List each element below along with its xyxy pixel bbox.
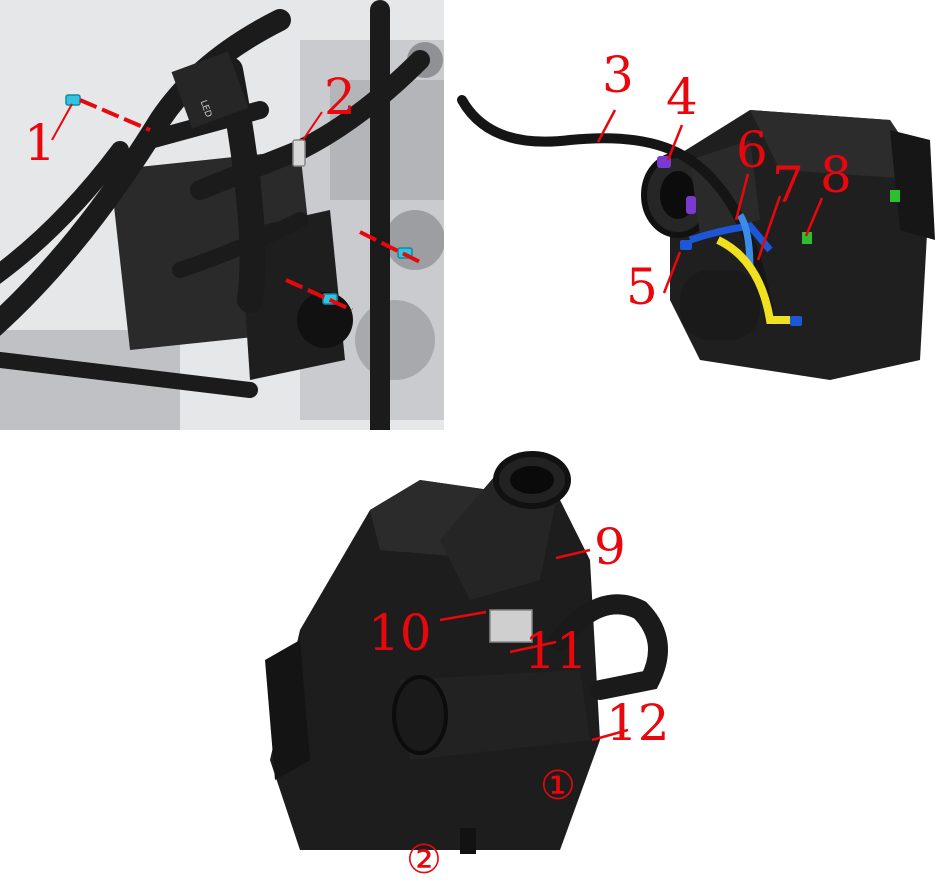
callout-12: 12	[606, 694, 670, 752]
callout-9: 9	[594, 518, 626, 576]
callout-8: 8	[820, 146, 852, 204]
frame-view-panel: LED 1 2	[0, 0, 444, 430]
callout-2: 2	[324, 68, 356, 126]
callout-5: 5	[626, 258, 658, 316]
clamp-purple-icon	[686, 196, 696, 214]
callout-1: 1	[24, 114, 56, 172]
airbox-bottom-illustration	[265, 451, 668, 854]
marker-1: ①	[540, 763, 576, 809]
airbox-bottom-panel: 9 10 11 12 ① ②	[0, 430, 935, 892]
airbox-hoses-panel: 3 4 5 6 7 8	[450, 0, 935, 430]
callout-4: 4	[666, 68, 698, 126]
tag-8-icon	[802, 232, 812, 244]
callout-7: 7	[772, 156, 804, 214]
callout-3: 3	[602, 46, 634, 104]
tag-green-icon	[890, 190, 900, 202]
clamp-blue-icon	[790, 316, 802, 326]
bolt-1-icon	[65, 94, 81, 106]
frame-illustration: LED	[0, 0, 444, 430]
airbox-hoses-illustration	[457, 95, 935, 380]
clamp-5-icon	[680, 240, 692, 250]
sensor-10-icon	[489, 609, 533, 643]
callout-11: 11	[524, 622, 588, 680]
drain-plug-icon	[460, 828, 476, 854]
callout-10: 10	[368, 604, 432, 662]
callout-6: 6	[736, 121, 768, 179]
bolt-2-icon	[292, 139, 306, 167]
marker-2: ②	[406, 837, 442, 883]
